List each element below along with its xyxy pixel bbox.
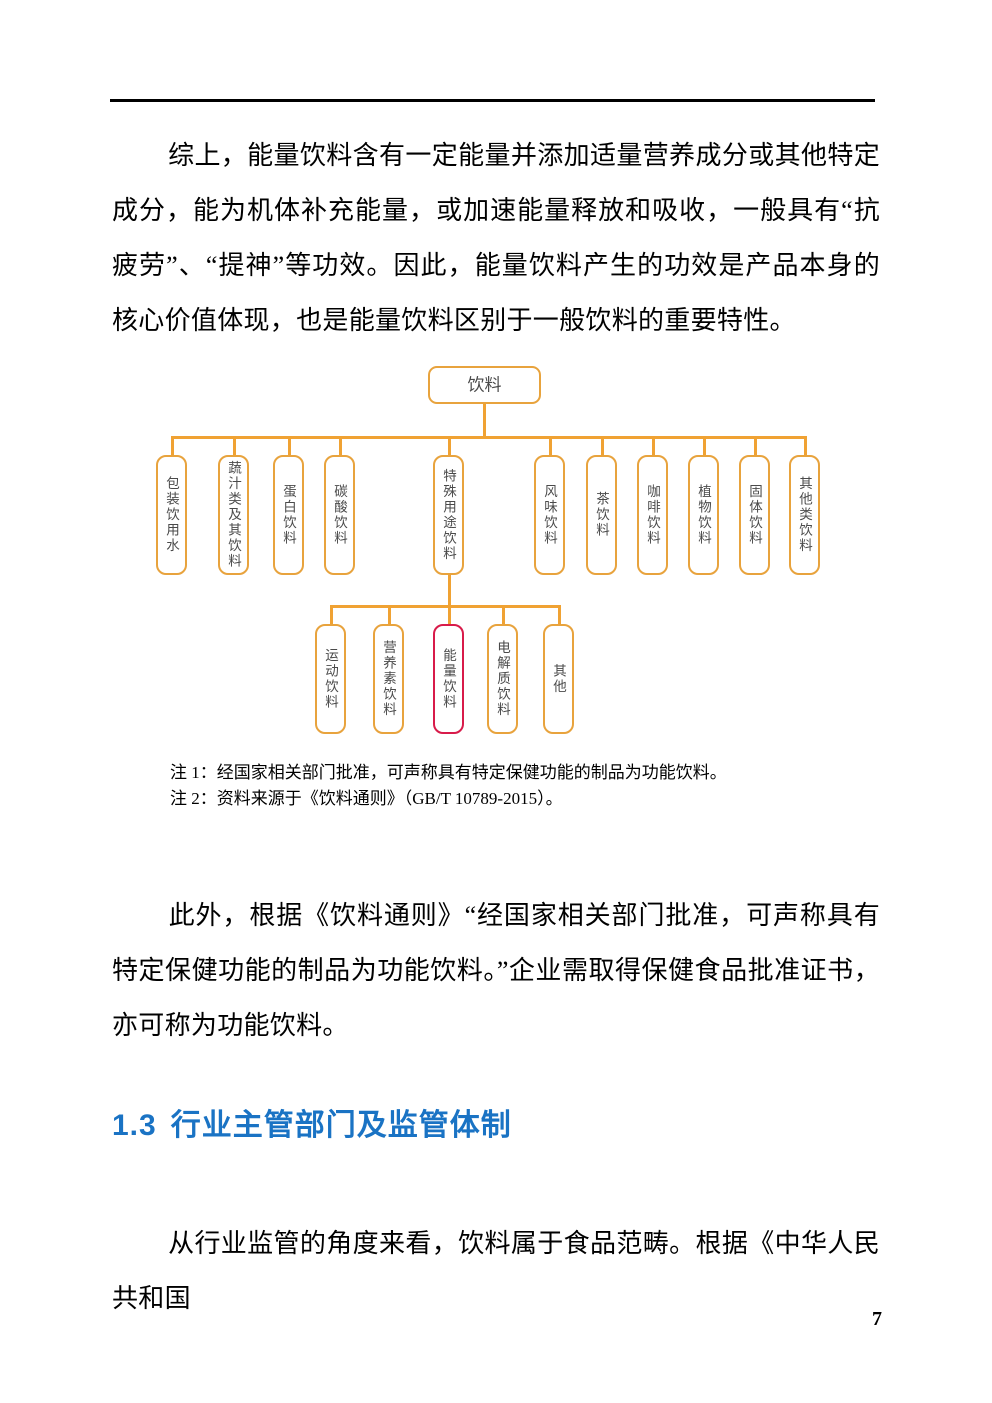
diagram-node-root: 饮料: [428, 366, 541, 404]
paragraph-functional-drink-text: 此外，根据《饮料通则》“经国家相关部门批准，可声称具有特定保健功能的制品为功能饮…: [112, 901, 880, 1040]
diagram-node-juice: 蔬汁类及其饮料: [218, 455, 249, 575]
connector-level1-bus: [171, 436, 806, 439]
connector-drop-l2-1: [330, 605, 333, 624]
section-heading: 1.3 行业主管部门及监管体制: [112, 1100, 512, 1144]
connector-drop-l1-11: [804, 436, 807, 455]
connector-drop-l2-3: [448, 605, 451, 624]
connector-drop-l2-4: [502, 605, 505, 624]
beverage-classification-diagram: 饮料 包装饮用水 蔬汁类及其饮料 蛋白饮料 碳酸饮料 特殊用途饮: [140, 355, 870, 745]
diagram-node-label: 植物饮料: [696, 484, 711, 546]
diagram-node-label: 包装饮用水: [164, 476, 179, 554]
diagram-node-label: 营养素饮料: [381, 640, 396, 718]
diagram-node-label: 能量饮料: [441, 648, 456, 710]
section-heading-title: 行业主管部门及监管体制: [170, 1109, 512, 1142]
connector-drop-l1-9: [703, 436, 706, 455]
diagram-node-special-purpose: 特殊用途饮料: [433, 455, 464, 575]
diagram-node-label: 电解质饮料: [495, 640, 510, 718]
diagram-node-protein: 蛋白饮料: [273, 455, 304, 575]
diagram-node-energy-drink: 能量饮料: [433, 624, 464, 734]
connector-drop-l1-5: [448, 436, 451, 455]
diagram-node-carbonated: 碳酸饮料: [324, 455, 355, 575]
diagram-node-label: 其他: [551, 663, 566, 695]
connector-drop-l1-7: [601, 436, 604, 455]
diagram-node-other-type: 其他类饮料: [789, 455, 820, 575]
connector-level2-bus: [330, 605, 560, 608]
paragraph-regulation: 从行业监管的角度来看，饮料属于食品范畴。根据《中华人民共和国: [112, 1216, 880, 1326]
diagram-node-flavored: 风味饮料: [534, 455, 565, 575]
diagram-node-label: 固体饮料: [747, 484, 762, 546]
connector-drop-l1-4: [339, 436, 342, 455]
diagram-node-solid: 固体饮料: [739, 455, 770, 575]
diagram-node-label: 咖啡饮料: [645, 484, 660, 546]
diagram-node-label: 其他类饮料: [797, 476, 812, 554]
diagram-node-label: 特殊用途饮料: [441, 468, 456, 562]
diagram-node-sports-drink: 运动饮料: [315, 624, 346, 734]
connector-drop-l1-6: [549, 436, 552, 455]
diagram-node-root-label: 饮料: [467, 375, 502, 395]
connector-drop-l1-8: [652, 436, 655, 455]
paragraph-summary: 综上，能量饮料含有一定能量并添加适量营养成分或其他特定成分，能为机体补充能量，或…: [112, 128, 880, 348]
section-heading-number: 1.3: [112, 1109, 157, 1142]
connector-special-stem: [448, 575, 451, 607]
diagram-note-2: 注 2：资料来源于《饮料通则》（GB/T 10789-2015）。: [170, 789, 563, 808]
diagram-note-1: 注 1：经国家相关部门批准，可声称具有特定保健功能的制品为功能饮料。: [170, 763, 727, 782]
diagram-node-packaged-water: 包装饮用水: [156, 455, 187, 575]
connector-drop-l1-3: [288, 436, 291, 455]
diagram-node-label: 茶饮料: [594, 491, 609, 539]
page-number: 7: [872, 1308, 882, 1330]
paragraph-regulation-text: 从行业监管的角度来看，饮料属于食品范畴。根据《中华人民共和国: [112, 1229, 880, 1313]
diagram-node-coffee: 咖啡饮料: [637, 455, 668, 575]
paragraph-summary-text: 综上，能量饮料含有一定能量并添加适量营养成分或其他特定成分，能为机体补充能量，或…: [112, 141, 880, 335]
connector-drop-l1-1: [171, 436, 174, 455]
connector-drop-l2-2: [388, 605, 391, 624]
diagram-node-label: 碳酸饮料: [332, 484, 347, 546]
diagram-node-electrolyte-drink: 电解质饮料: [487, 624, 518, 734]
paragraph-functional-drink: 此外，根据《饮料通则》“经国家相关部门批准，可声称具有特定保健功能的制品为功能饮…: [112, 888, 880, 1053]
diagram-node-label: 蛋白饮料: [281, 484, 296, 546]
connector-drop-l1-10: [754, 436, 757, 455]
diagram-node-tea: 茶饮料: [586, 455, 617, 575]
diagram-node-nutrient-drink: 营养素饮料: [373, 624, 404, 734]
connector-drop-l2-5: [558, 605, 561, 624]
diagram-node-plant: 植物饮料: [688, 455, 719, 575]
diagram-node-label: 运动饮料: [323, 648, 338, 710]
diagram-node-label: 风味饮料: [542, 484, 557, 546]
diagram-node-label: 蔬汁类及其饮料: [226, 460, 241, 570]
diagram-node-other: 其他: [543, 624, 574, 734]
diagram-notes: 注 1：经国家相关部门批准，可声称具有特定保健功能的制品为功能饮料。 注 2：资…: [170, 760, 727, 812]
connector-drop-l1-2: [233, 436, 236, 455]
header-rule: [110, 99, 875, 102]
connector-root-stem: [483, 404, 486, 438]
